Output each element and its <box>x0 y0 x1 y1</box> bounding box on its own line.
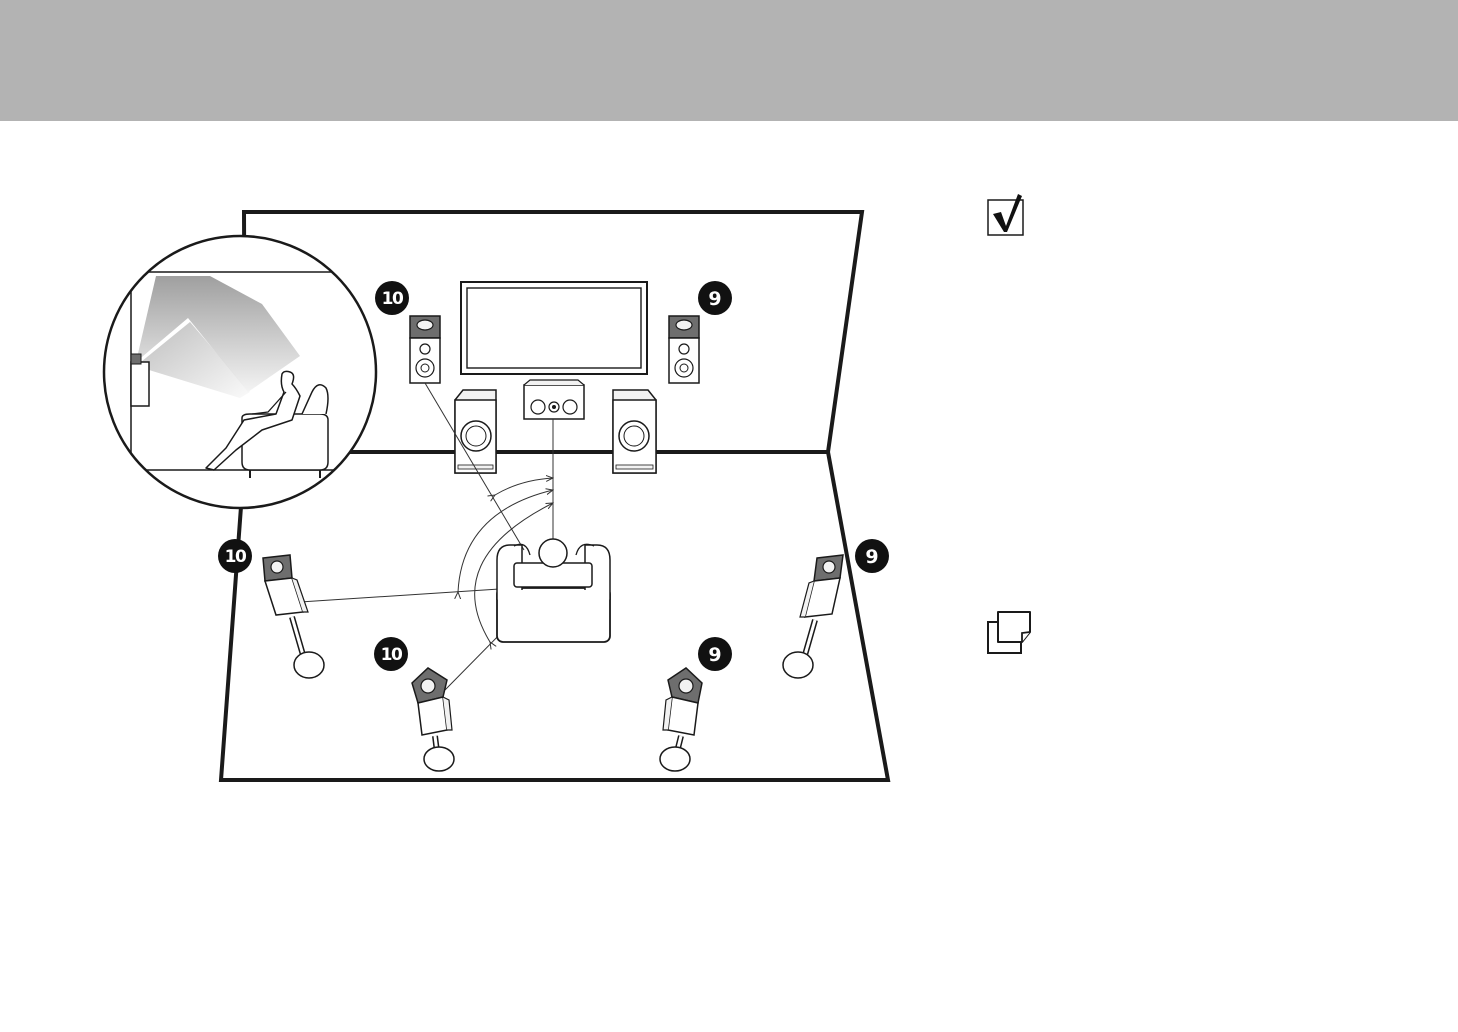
side-view-inset <box>100 236 380 508</box>
badge-surround-right: 9 <box>855 539 889 573</box>
badge-surround-back-left: 10 <box>374 637 408 671</box>
svg-text:10: 10 <box>382 289 404 309</box>
front-speaker-left <box>455 390 496 473</box>
header-bar <box>0 0 1458 121</box>
svg-text:10: 10 <box>225 547 247 567</box>
front-speaker-right <box>613 390 656 473</box>
svg-text:9: 9 <box>865 546 878 568</box>
speaker-layout-diagram: 10 9 10 9 10 9 <box>0 121 1458 1032</box>
badge-front-height-left: 10 <box>375 281 409 315</box>
badge-front-height-right: 9 <box>698 281 732 315</box>
center-speaker <box>524 380 584 419</box>
tv-screen <box>461 282 647 374</box>
checkbox-check-icon <box>988 194 1023 235</box>
svg-text:10: 10 <box>381 645 403 665</box>
front-height-speaker-right <box>669 316 699 383</box>
svg-text:9: 9 <box>708 644 721 666</box>
listener-sofa <box>497 539 610 642</box>
badge-surround-back-right: 9 <box>698 637 732 671</box>
memo-note-icon <box>988 612 1030 653</box>
svg-text:9: 9 <box>708 288 721 310</box>
badge-surround-left: 10 <box>218 539 252 573</box>
front-height-speaker-left <box>410 316 440 383</box>
